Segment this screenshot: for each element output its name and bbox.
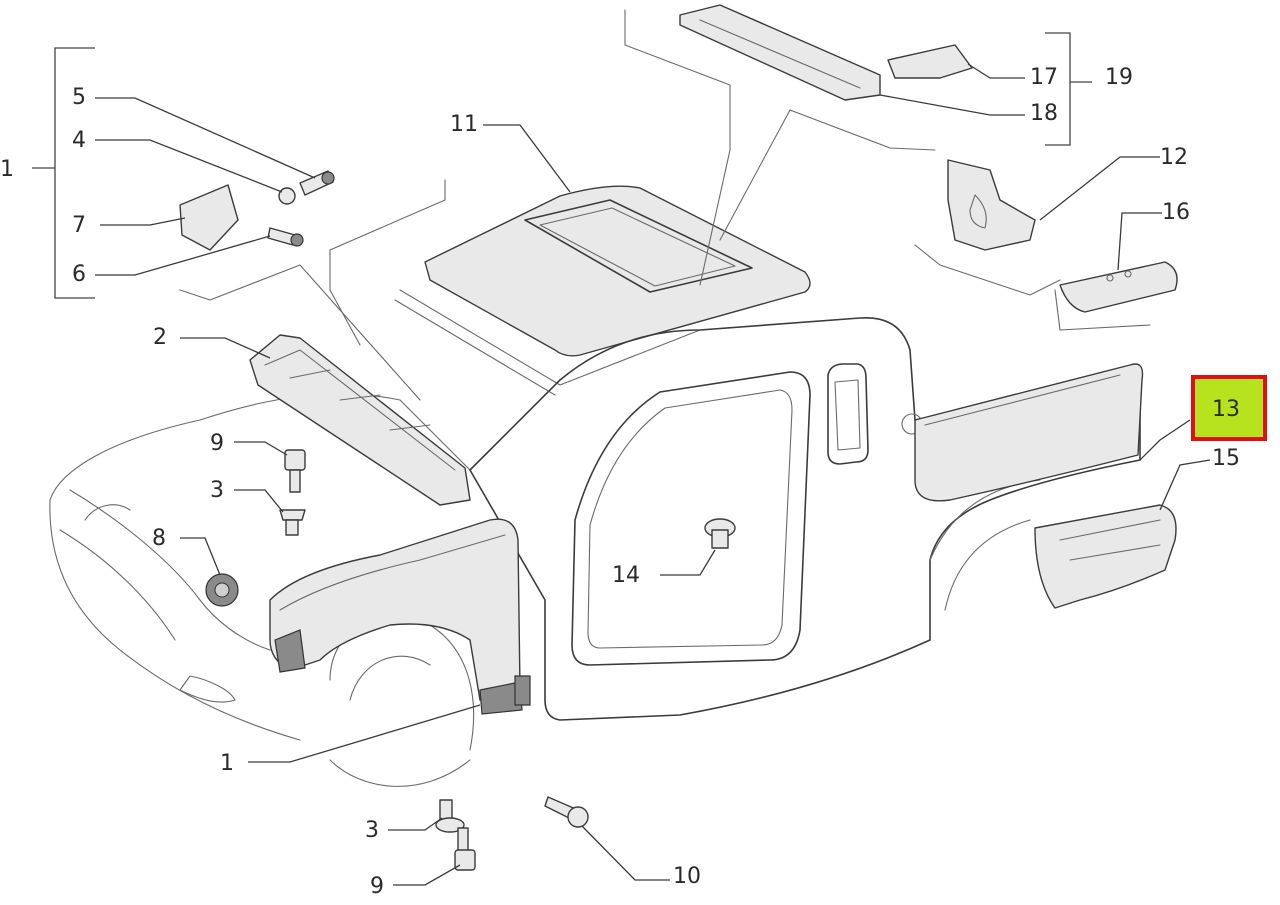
leader-lines [95,9,1211,886]
callout-9-low: 9 [370,874,384,899]
callout-5: 5 [72,85,86,110]
callout-14: 14 [612,563,640,588]
grommet-8 [205,573,239,607]
callout-8: 8 [152,526,166,551]
callout-16: 16 [1162,200,1190,225]
callout-11: 11 [450,112,478,137]
fastener-bolt-6 [267,227,304,247]
fastener-clip-3-mid [279,509,306,536]
highlight-box [1191,375,1267,441]
callout-3-low: 3 [365,818,379,843]
callout-9-mid: 9 [210,431,224,456]
callout-13: 13 [1212,397,1240,422]
callout-labels: 1 5 4 7 6 2 9 3 8 11 1 14 3 9 10 17 19 1… [0,65,1240,899]
group-brackets [32,32,1092,299]
callout-2: 2 [153,325,167,350]
callout-18: 18 [1030,101,1058,126]
fastener-bolt-9-mid [284,449,306,493]
callout-4: 4 [72,128,86,153]
bracket-7 [179,184,239,251]
fastener-clip-3-low [435,799,465,833]
callout-1-bottom: 1 [220,751,234,776]
fastener-nut-4 [278,187,296,205]
car-body-shell [49,4,1178,871]
callout-7: 7 [72,213,86,238]
fastener-bolt-5 [299,170,335,196]
plug-14 [704,518,736,549]
callout-1-top: 1 [0,157,14,182]
fastener-bolt-9-low [454,827,476,871]
callout-10: 10 [673,864,701,889]
callout-17: 17 [1030,65,1058,90]
callout-6: 6 [72,262,86,287]
callout-19: 19 [1105,65,1133,90]
fastener-bolt-10 [544,796,589,828]
callout-3-mid: 3 [210,478,224,503]
highlighted-callout-13[interactable]: 13 [1191,375,1267,441]
callout-12: 12 [1160,145,1188,170]
callout-15: 15 [1212,446,1240,471]
